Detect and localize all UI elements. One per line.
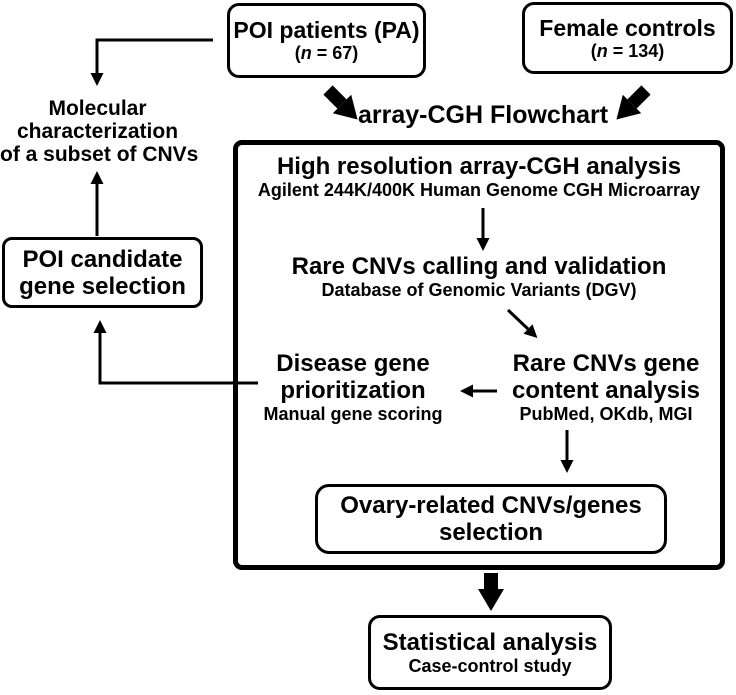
arrow-calling-to-content	[506, 308, 538, 338]
rare-cnv-content-subtitle: PubMed, OKdb, MGI	[519, 404, 693, 424]
rare-cnv-calling-subtitle: Database of Genomic Variants (DGV)	[321, 280, 637, 300]
rare-cnv-calling-title: Rare CNVs calling and validation	[291, 253, 667, 280]
disease-gene-subtitle: Manual gene scoring	[263, 404, 443, 424]
statistical-analysis-subtitle: Case-control study	[408, 655, 572, 676]
female-controls-count: (n = 134)	[590, 40, 665, 61]
poi-candidate-line1: POI candidate	[22, 245, 183, 273]
poi-candidate-box: POI candidate gene selection	[2, 237, 203, 308]
poi-candidate-line2: gene selection	[19, 272, 186, 300]
ovary-selection-line2: selection	[438, 519, 544, 546]
molecular-line1: Molecular	[48, 97, 147, 120]
rare-cnv-content-step: Rare CNVs gene content analysis PubMed, …	[501, 350, 711, 425]
arrow-disease-to-candidate	[93, 320, 258, 385]
statistical-analysis-title: Statistical analysis	[382, 628, 598, 656]
thick-arrow-patients-down	[323, 85, 358, 120]
array-cgh-pipeline-box	[233, 140, 725, 570]
female-controls-title: Female controls	[539, 14, 716, 41]
rare-cnv-calling-step: Rare CNVs calling and validation Databas…	[243, 253, 715, 301]
ovary-selection-box: Ovary-related CNVs/genes selection	[315, 484, 667, 554]
ovary-selection-line1: Ovary-related CNVs/genes	[340, 492, 642, 519]
disease-gene-line1: Disease gene	[276, 350, 430, 377]
disease-gene-step: Disease gene prioritization Manual gene …	[253, 350, 453, 425]
arrow-poi-to-molecular	[90, 38, 213, 86]
statistical-analysis-box: Statistical analysis Case-control study	[368, 615, 612, 690]
high-resolution-title: High resolution array-CGH analysis	[276, 153, 682, 180]
poi-patients-title: POI patients (PA)	[233, 17, 420, 43]
rare-cnv-content-line1: Rare CNVs gene	[512, 350, 700, 377]
poi-patients-box: POI patients (PA) (n = 67)	[227, 3, 426, 78]
high-resolution-step: High resolution array-CGH analysis Agile…	[243, 153, 715, 201]
rare-cnv-content-line2: content analysis	[511, 377, 701, 404]
poi-patients-count: (n = 67)	[294, 43, 359, 63]
disease-gene-line2: prioritization	[280, 377, 426, 404]
molecular-characterization-text: Molecular characterization of a subset o…	[0, 97, 199, 166]
female-controls-box: Female controls (n = 134)	[522, 2, 733, 74]
high-resolution-subtitle: Agilent 244K/400K Human Genome CGH Micro…	[257, 180, 701, 200]
flowchart-label: array-CGH Flowchart	[358, 101, 609, 129]
molecular-line2: characterization	[16, 120, 179, 143]
molecular-line3: of a subset of CNVs	[0, 143, 199, 166]
thick-arrow-controls-down	[616, 85, 651, 120]
